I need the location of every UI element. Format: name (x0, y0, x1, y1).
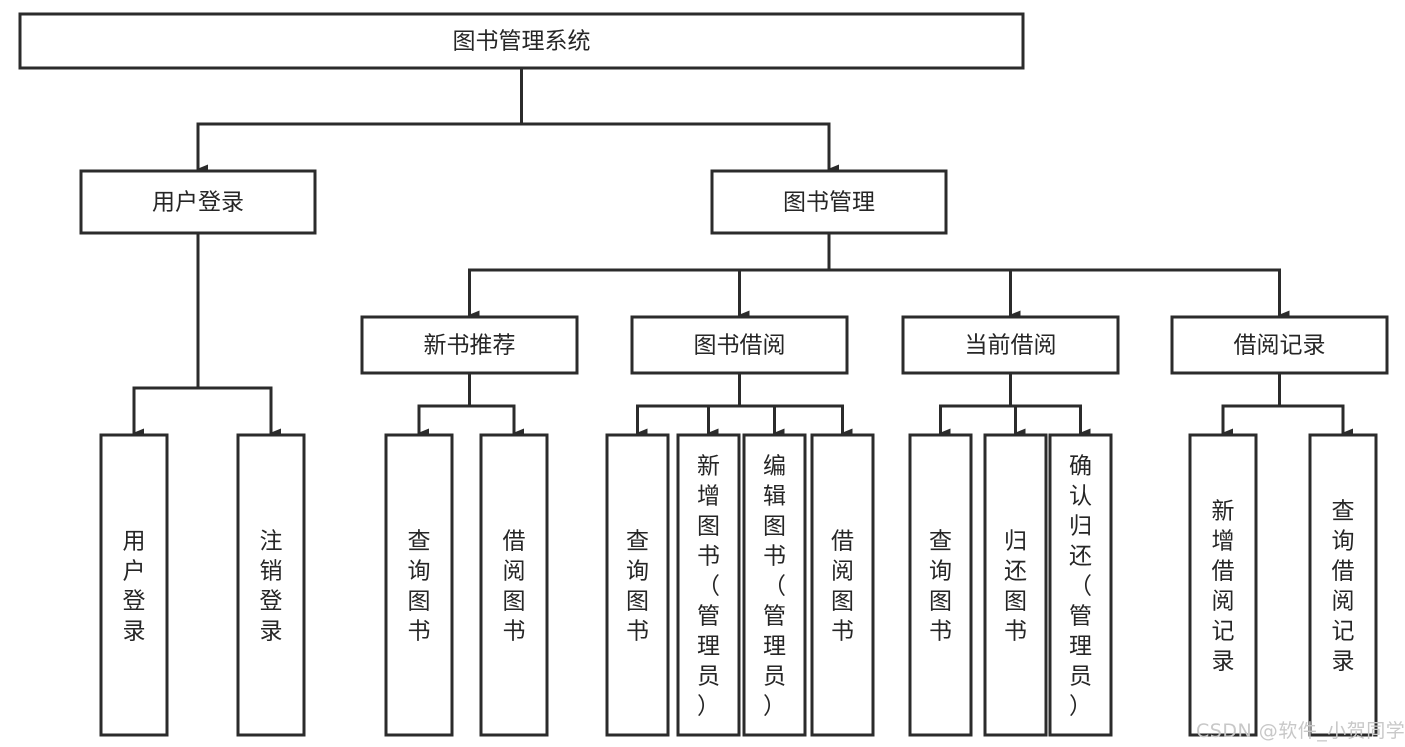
node-box-current-borrow (901, 315, 1120, 375)
node-label-leaf-borrow-book-2: 借阅图书 (831, 528, 854, 644)
node-label-leaf-query-book-3: 查询图书 (929, 528, 952, 644)
node-borrow-record[interactable]: 借阅记录 (1170, 315, 1389, 375)
node-label-current-borrow: 当前借阅 (965, 333, 1057, 359)
node-label-book-borrow: 图书借阅 (694, 333, 786, 359)
node-leaf-user-login[interactable]: 用户登录 (99, 433, 169, 737)
node-label-leaf-return-book: 归还图书 (1004, 528, 1027, 644)
node-leaf-query-book-3[interactable]: 查询图书 (908, 433, 973, 737)
node-label-leaf-query-borrow-record: 查询借阅记录 (1332, 498, 1355, 674)
node-leaf-confirm-return-admin[interactable]: 确认归还（管理员） (1048, 433, 1113, 737)
node-new-book-rec[interactable]: 新书推荐 (360, 315, 579, 375)
node-box-leaf-borrow-book-1 (479, 433, 549, 737)
node-label-leaf-confirm-return-admin: 确认归还（管理员） (1069, 453, 1092, 719)
node-current-borrow[interactable]: 当前借阅 (901, 315, 1120, 375)
node-label-leaf-user-login: 用户登录 (123, 528, 146, 644)
node-box-leaf-borrow-book-2 (810, 433, 875, 737)
connector-lines (132, 66, 1353, 438)
node-box-leaf-add-book-admin (676, 433, 741, 737)
node-leaf-edit-book-admin[interactable]: 编辑图书（管理员） (742, 433, 807, 737)
node-leaf-borrow-book-1[interactable]: 借阅图书 (479, 433, 549, 737)
node-leaf-return-book[interactable]: 归还图书 (983, 433, 1048, 737)
node-box-leaf-add-borrow-record (1188, 433, 1258, 737)
node-box-book-borrow (630, 315, 849, 375)
node-label-borrow-record: 借阅记录 (1234, 333, 1326, 359)
node-label-book-manage: 图书管理 (783, 190, 875, 216)
node-label-new-book-rec: 新书推荐 (424, 333, 516, 359)
csdn-watermark: CSDN @软件_小贺同学 (1196, 720, 1405, 742)
node-box-leaf-user-logout (236, 433, 306, 737)
node-label-root: 图书管理系统 (453, 29, 591, 55)
node-box-leaf-query-book-1 (384, 433, 454, 737)
node-label-leaf-add-borrow-record: 新增借阅记录 (1212, 498, 1235, 674)
node-book-borrow[interactable]: 图书借阅 (630, 315, 849, 375)
node-leaf-query-borrow-record[interactable]: 查询借阅记录 (1308, 433, 1378, 737)
node-box-leaf-edit-book-admin (742, 433, 807, 737)
node-leaf-user-logout[interactable]: 注销登录 (236, 433, 306, 737)
node-label-leaf-add-book-admin: 新增图书（管理员） (697, 453, 720, 719)
node-boxes: 图书管理系统用户登录图书管理新书推荐图书借阅当前借阅借阅记录用户登录注销登录查询… (18, 12, 1389, 737)
node-leaf-query-book-2[interactable]: 查询图书 (605, 433, 670, 737)
node-label-leaf-user-logout: 注销登录 (260, 528, 283, 644)
node-box-leaf-query-borrow-record (1308, 433, 1378, 737)
node-box-leaf-user-login (99, 433, 169, 737)
node-label-leaf-query-book-2: 查询图书 (626, 528, 649, 644)
node-box-root (18, 12, 1025, 70)
node-box-borrow-record (1170, 315, 1389, 375)
node-label-leaf-query-book-1: 查询图书 (408, 528, 431, 644)
node-book-manage[interactable]: 图书管理 (710, 169, 948, 235)
node-user-login[interactable]: 用户登录 (79, 169, 317, 235)
node-box-book-manage (710, 169, 948, 235)
node-leaf-borrow-book-2[interactable]: 借阅图书 (810, 433, 875, 737)
node-label-leaf-borrow-book-1: 借阅图书 (503, 528, 526, 644)
node-box-leaf-query-book-3 (908, 433, 973, 737)
node-leaf-add-borrow-record[interactable]: 新增借阅记录 (1188, 433, 1258, 737)
node-label-leaf-edit-book-admin: 编辑图书（管理员） (763, 453, 786, 719)
node-box-leaf-return-book (983, 433, 1048, 737)
node-box-new-book-rec (360, 315, 579, 375)
node-leaf-query-book-1[interactable]: 查询图书 (384, 433, 454, 737)
node-root[interactable]: 图书管理系统 (18, 12, 1025, 70)
node-leaf-add-book-admin[interactable]: 新增图书（管理员） (676, 433, 741, 737)
node-label-user-login: 用户登录 (152, 190, 244, 216)
node-box-user-login (79, 169, 317, 235)
node-box-leaf-query-book-2 (605, 433, 670, 737)
node-box-leaf-confirm-return-admin (1048, 433, 1113, 737)
